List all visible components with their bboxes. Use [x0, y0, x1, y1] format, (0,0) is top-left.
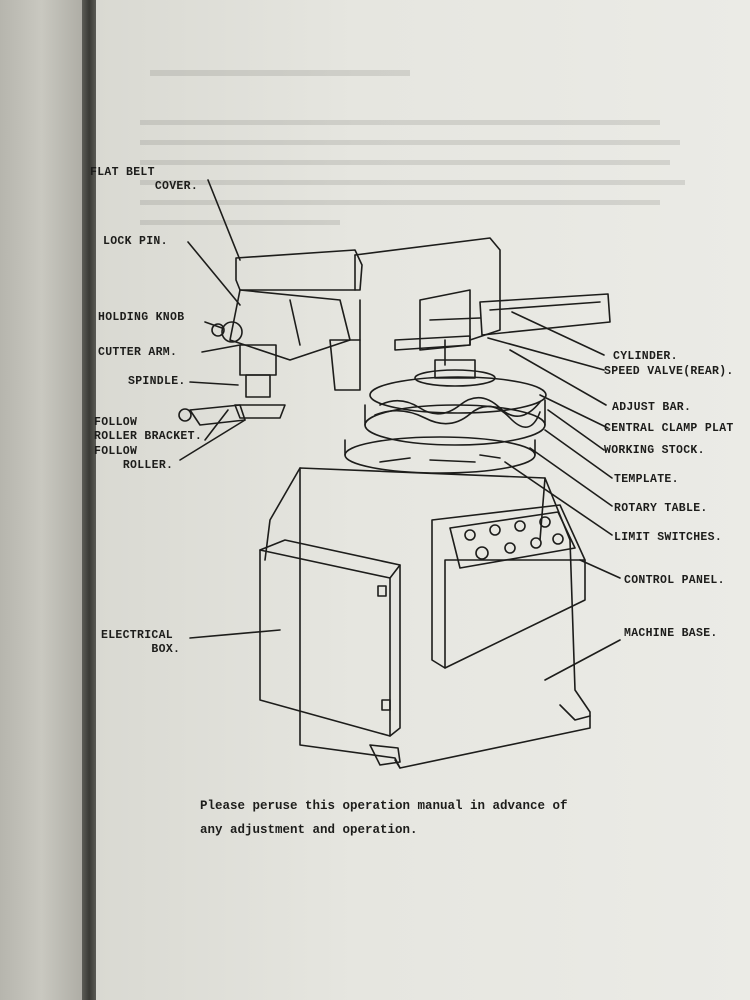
- label-lock-pin: LOCK PIN.: [103, 235, 168, 248]
- label-flat-belt-line1: FLAT BELT: [90, 166, 155, 179]
- label-rotary-table: ROTARY TABLE.: [614, 502, 708, 515]
- cutter-arm: [229, 289, 351, 361]
- central-clamp-plate: [414, 369, 496, 387]
- label-adjust-bar: ADJUST BAR.: [612, 401, 692, 414]
- label-central-clamp: CENTRAL CLAMP PLAT: [604, 422, 734, 435]
- label-flat-belt-cover: FLAT BELT COVER.: [90, 166, 198, 194]
- cylinder: [479, 293, 611, 336]
- left-page: [0, 0, 92, 1000]
- caption: Please peruse this operation manual in a…: [200, 794, 568, 842]
- label-follow-roller-line1: FOLLOW: [94, 445, 138, 458]
- label-spindle: SPINDLE.: [128, 375, 186, 388]
- label-follow-roller-bracket-line1: FOLLOW: [94, 416, 138, 429]
- flat-belt-cover: [235, 249, 363, 291]
- label-electrical-box-line2: BOX.: [151, 643, 181, 656]
- label-machine-base: MACHINE BASE.: [624, 627, 718, 640]
- label-follow-roller-bracket-line2: ROLLER BRACKET.: [94, 430, 203, 443]
- rotary-table-base: [344, 436, 536, 474]
- label-speed-valve: SPEED VALVE(REAR).: [604, 365, 734, 378]
- label-follow-roller: FOLLOW ROLLER.: [94, 445, 173, 473]
- label-working-stock: WORKING STOCK.: [604, 444, 705, 457]
- label-electrical-box-line1: ELECTRICAL: [101, 629, 174, 642]
- control-panel-housing: [431, 504, 586, 669]
- label-template: TEMPLATE.: [614, 473, 679, 486]
- label-electrical-box: ELECTRICAL BOX.: [101, 629, 180, 657]
- limit-switches: [379, 454, 501, 463]
- holding-knob: [221, 321, 243, 343]
- label-flat-belt-line2: COVER.: [154, 180, 199, 193]
- label-cutter-arm: CUTTER ARM.: [98, 346, 178, 359]
- label-follow-roller-line2: ROLLER.: [122, 459, 174, 472]
- caption-line1: Please peruse this operation manual in a…: [200, 799, 568, 813]
- label-cylinder: CYLINDER.: [613, 350, 678, 363]
- label-holding-knob: HOLDING KNOB: [98, 311, 185, 324]
- bleed-through-text: [140, 70, 685, 225]
- label-control-panel: CONTROL PANEL.: [624, 574, 725, 587]
- caption-line2: any adjustment and operation.: [200, 823, 418, 837]
- book-gutter: [82, 0, 100, 1000]
- manual-page: [96, 0, 750, 1000]
- control-panel-face: [449, 511, 576, 569]
- electrical-box: [259, 549, 391, 737]
- working-stock-disc: [369, 376, 547, 414]
- machine-base: [299, 467, 591, 769]
- label-limit-switches: LIMIT SWITCHES.: [614, 531, 723, 544]
